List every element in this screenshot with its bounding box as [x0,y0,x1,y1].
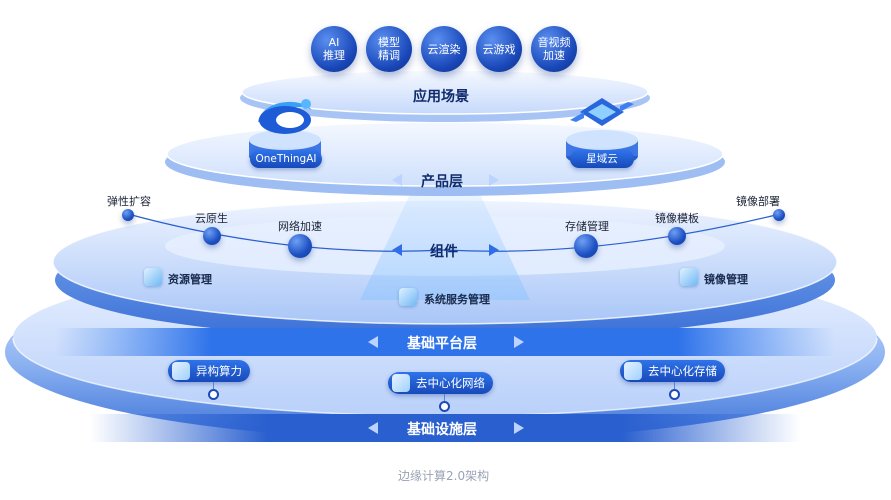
system-service-icon [399,288,417,306]
network-acceleration-dot [288,234,312,258]
resource-management-label: 资源管理 [168,273,212,286]
network-ring-dot [439,401,450,412]
image-template-label: 镜像模板 [655,212,699,225]
elastic-scaling-dot [122,209,134,221]
application-layer-label: 应用场景 [413,89,469,105]
device-layer-label: 基础设施层 [407,422,477,438]
model-finetune-bubble[interactable]: 模型精调 [366,26,412,72]
cloud-render-bubble[interactable]: 云渲染 [421,26,467,72]
cloud-gaming-bubble[interactable]: 云游戏 [476,26,522,72]
cloud-gaming-bubble-label: 云游戏 [482,42,516,56]
image-management-label: 镜像管理 [704,273,748,286]
decentralized-storage-label: 去中心化存储 [648,364,717,378]
component-right-arrow [489,244,499,256]
model-finetune-bubble-label: 模型精调 [378,36,400,62]
cloud-render-bubble-label: 云渲染 [427,42,461,56]
platform-left-arrow [368,336,378,348]
cloud-native-label: 云原生 [195,212,228,225]
compute-icon [172,362,190,380]
platform-right-arrow [514,336,524,348]
component-layer-label: 组件 [430,244,458,260]
storage-management-dot [574,234,598,258]
storage-icon [624,362,642,380]
image-deployment-dot [773,209,785,221]
image-deployment-label: 镜像部署 [736,195,780,208]
network-icon [392,374,410,392]
network-acceleration-label: 网络加速 [278,220,322,233]
diagram-caption: 边缘计算2.0架构 [398,469,490,483]
component-left-arrow [392,244,402,256]
decentralized-network-label: 去中心化网络 [416,376,485,390]
decentralized-network-chip[interactable]: 去中心化网络 [388,372,493,394]
compute-stem [213,382,214,390]
heterogeneous-compute-label: 异构算力 [196,364,242,378]
av-acceleration-bubble[interactable]: 音视频加速 [531,26,577,72]
device-right-arrow [514,422,524,434]
product-right-arrow [489,174,499,186]
image-template-dot [668,227,686,245]
platform-layer-label: 基础平台层 [407,336,477,352]
storage-management-label: 存储管理 [565,220,609,233]
decentralized-storage-chip[interactable]: 去中心化存储 [620,360,725,382]
av-acceleration-bubble-label: 音视频加速 [537,36,571,62]
onethingai-badge[interactable]: OneThingAI [250,150,322,168]
elastic-scaling-label: 弹性扩容 [107,195,151,208]
cloud-native-dot [203,227,221,245]
storage-stem [674,382,675,390]
xingyu-cloud-badge[interactable]: 星域云 [570,150,634,168]
network-stem [444,394,445,402]
product-left-arrow [392,174,402,186]
compute-ring-dot [208,389,219,400]
system-service-label: 系统服务管理 [424,293,490,306]
resource-management-icon [144,268,162,286]
device-left-arrow [368,422,378,434]
product-layer-label: 产品层 [421,174,463,190]
heterogeneous-compute-chip[interactable]: 异构算力 [168,360,250,382]
image-management-icon [680,268,698,286]
storage-ring-dot [669,389,680,400]
